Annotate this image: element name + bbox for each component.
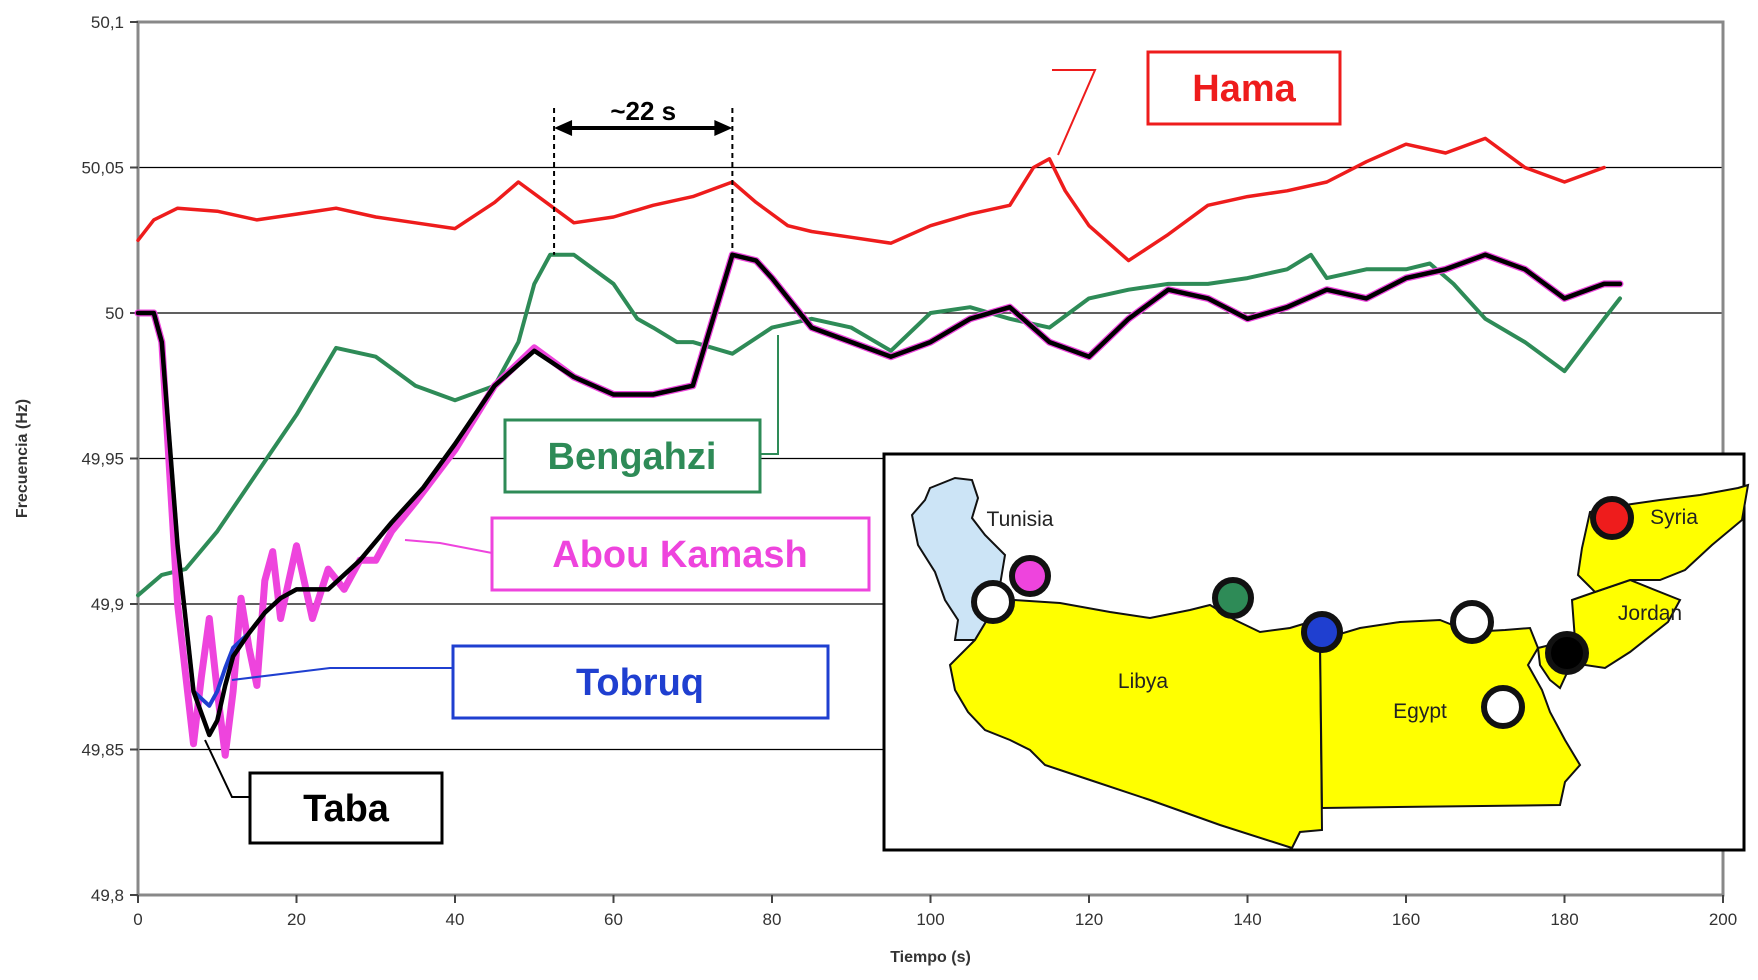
x-tick-label: 200 [1709, 910, 1737, 929]
y-axis-ticks: 49,8 49,85 49,9 49,95 50 50,05 50,1 [81, 13, 138, 905]
period-arrowhead-left [554, 120, 573, 136]
map-libya [948, 598, 1324, 850]
map-label-egypt: Egypt [1393, 700, 1447, 723]
callout-tobruq-leader [231, 667, 453, 681]
period-label: ~22 s [610, 96, 676, 126]
y-tick-label: 49,8 [91, 886, 124, 905]
callout-taba-label: Taba [303, 788, 390, 830]
callout-bengahzi-label: Bengahzi [548, 436, 717, 478]
map-marker-bengahzi [1212, 577, 1254, 619]
x-tick-label: 100 [916, 910, 944, 929]
map-marker-white-1 [971, 580, 1015, 624]
period-annotation: ~22 s [553, 96, 734, 255]
map-marker-white-2 [1450, 600, 1494, 644]
callout-bengahzi-leader [760, 335, 779, 455]
series-line-hama [136, 136, 1606, 263]
period-arrowhead-right [714, 120, 733, 136]
callout-tobruq-label: Tobruq [576, 662, 704, 704]
y-tick-label: 50 [105, 304, 124, 323]
callout-hama-box [1146, 50, 1342, 126]
series-line-taba [135, 252, 1623, 738]
map-label-libya: Libya [1118, 670, 1169, 693]
inset-map: Tunisia Libya Egypt Syria Jordan [882, 452, 1750, 852]
map-label-tunisia: Tunisia [987, 508, 1054, 531]
map-marker-abou-kamash [1009, 555, 1051, 597]
callout-hama-label: Hama [1192, 68, 1296, 110]
callout-taba-leader [204, 739, 250, 798]
y-axis-label: Frecuencia (Hz) [14, 399, 31, 518]
callout-tobruq: Tobruq [231, 644, 830, 720]
x-axis-ticks: 0 20 40 60 80 100 120 140 160 180 200 [133, 895, 1737, 929]
x-tick-label: 80 [763, 910, 782, 929]
y-tick-label: 49,85 [81, 741, 124, 760]
map-marker-tobruq [1301, 611, 1343, 653]
x-tick-label: 140 [1233, 910, 1261, 929]
callout-hama: Hama [1052, 50, 1342, 156]
x-tick-label: 40 [446, 910, 465, 929]
x-axis-label: Tiempo (s) [890, 949, 971, 966]
y-tick-label: 50,1 [91, 13, 124, 32]
y-tick-label: 49,95 [81, 450, 124, 469]
map-marker-white-3 [1481, 685, 1525, 729]
callout-bengahzi: Bengahzi [503, 335, 779, 494]
series-layer [134, 136, 1624, 759]
x-tick-label: 160 [1392, 910, 1420, 929]
callout-abou-kamash-box [490, 516, 871, 592]
map-egypt [1318, 618, 1582, 810]
map-marker-hama [1590, 496, 1634, 540]
callout-hama-leader [1052, 69, 1097, 156]
map-label-jordan: Jordan [1618, 602, 1682, 625]
map-marker-taba [1545, 631, 1589, 675]
x-tick-label: 120 [1075, 910, 1103, 929]
callout-taba: Taba [204, 739, 444, 845]
y-tick-label: 50,05 [81, 159, 124, 178]
callout-bengahzi-box [503, 418, 762, 494]
x-tick-label: 60 [604, 910, 623, 929]
y-tick-label: 49,9 [91, 595, 124, 614]
x-tick-label: 0 [133, 910, 142, 929]
x-tick-label: 20 [287, 910, 306, 929]
callout-taba-box [248, 771, 444, 845]
callout-tobruq-box [451, 644, 830, 720]
map-label-syria: Syria [1650, 506, 1698, 529]
callout-abou-kamash: Abou Kamash [404, 516, 871, 592]
callout-abou-kamash-leader [404, 539, 493, 554]
x-tick-label: 180 [1550, 910, 1578, 929]
series-line-bengahzi [136, 252, 1622, 598]
callout-abou-kamash-label: Abou Kamash [552, 534, 807, 576]
